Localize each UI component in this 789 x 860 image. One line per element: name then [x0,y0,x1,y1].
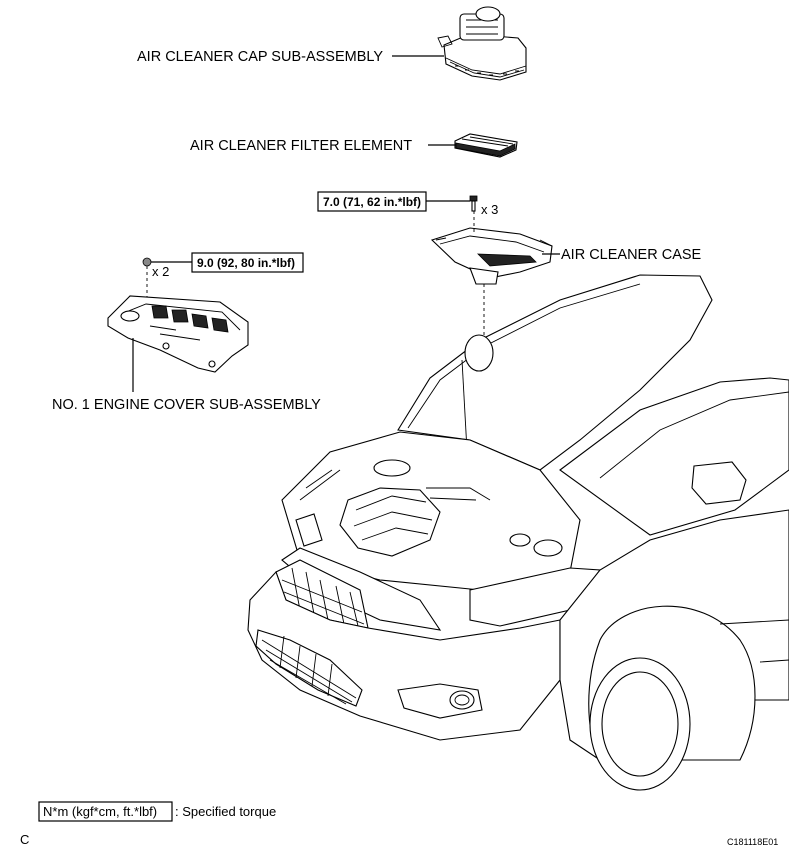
case-bolt-torque-value: 7.0 (71, 62 in.*lbf) [323,195,421,209]
air-cleaner-cap-drawing [437,6,527,81]
air-cleaner-case-label: AIR CLEANER CASE [561,247,702,263]
legend-unit-text: N*m (kgf*cm, ft.*lbf) [43,804,157,819]
air-cleaner-cap-label: AIR CLEANER CAP SUB-ASSEMBLY [137,49,383,65]
vehicle-drawing [247,274,789,791]
cover-nut-quantity: x 2 [152,264,169,279]
legend-torque-box [38,801,173,822]
legend-description: : Specified torque [175,804,276,819]
air-cleaner-filter-drawing [454,133,518,158]
footer-section-code: C [20,832,29,847]
case-bolt-drawing [469,195,478,212]
cover-nut-torque-box [191,252,304,273]
engine-cover-drawing [107,295,249,373]
engine-cover-label: NO. 1 ENGINE COVER SUB-ASSEMBLY [52,397,321,413]
cover-nut-torque-value: 9.0 (92, 80 in.*lbf) [197,256,295,270]
air-cleaner-filter-label: AIR CLEANER FILTER ELEMENT [190,138,412,154]
figure-id: C181118E01 [727,837,778,847]
air-cleaner-case-drawing [430,227,553,285]
case-bolt-quantity: x 3 [481,202,498,217]
cover-nut-drawing [142,257,152,267]
